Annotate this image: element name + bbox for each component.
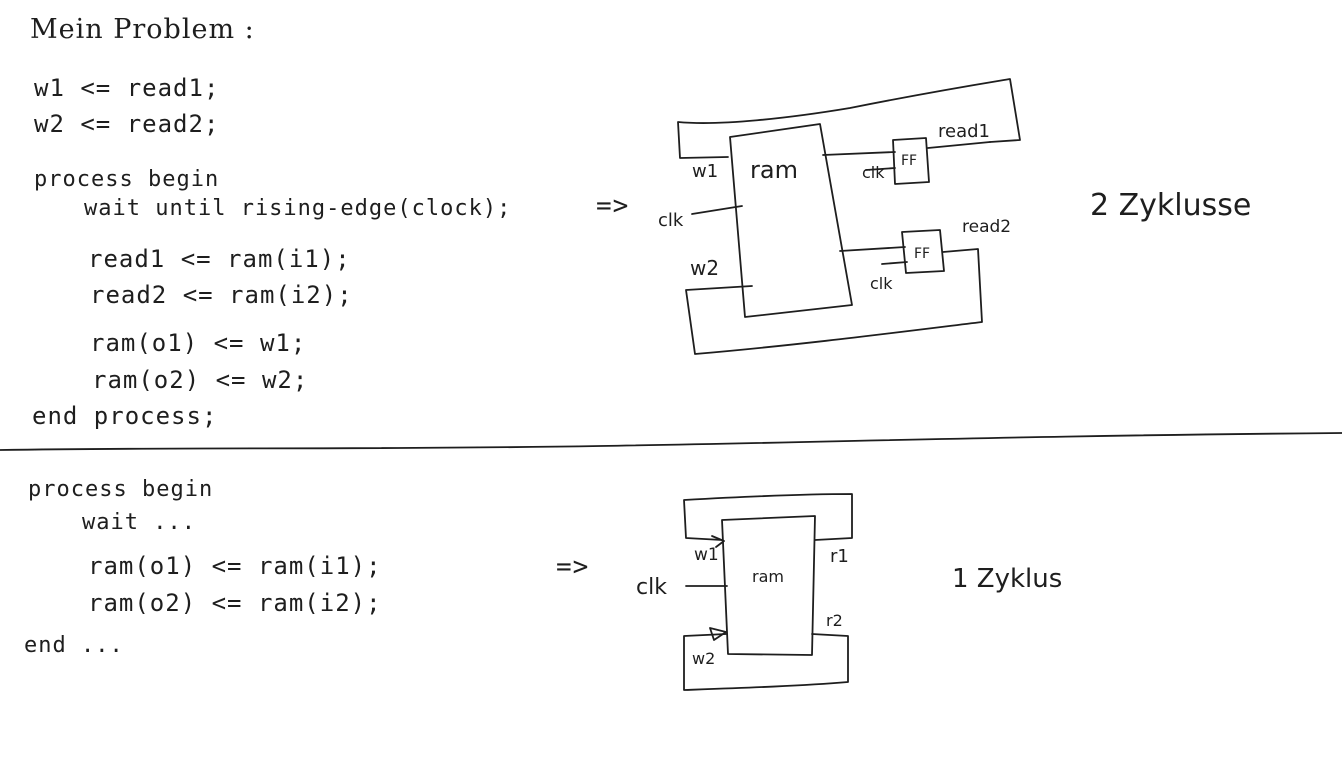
code-line: w2 <= read2; — [34, 110, 220, 138]
ram-to-ff1-wire — [822, 151, 896, 156]
w2-label: w2 — [692, 649, 715, 668]
r1-label: r1 — [830, 546, 849, 567]
bottom-diagram: ram w1 w2 clk r1 r2 1 Zyklus — [636, 493, 1062, 691]
ff2-box — [901, 229, 945, 274]
ram-block — [721, 515, 816, 656]
r1-feedback-loop — [683, 493, 853, 541]
read2-feedback-loop — [685, 248, 983, 355]
clk-to-ram-wire — [691, 205, 743, 215]
code-line: end process; — [32, 402, 218, 430]
code-line: ram(o2) <= ram(i2); — [88, 589, 382, 617]
ff1-box — [892, 137, 930, 185]
r2-label: r2 — [826, 611, 843, 630]
clk-label: clk — [636, 575, 667, 600]
read1-feedback-loop — [677, 78, 1021, 159]
section-divider — [0, 432, 1342, 451]
w1-label: w1 — [694, 545, 719, 565]
code-line: wait until rising-edge(clock); — [84, 196, 512, 221]
w2-label: w2 — [690, 256, 719, 280]
ff2-clk-wire — [881, 261, 908, 265]
ff2-clk-label: clk — [870, 274, 893, 293]
ram-to-ff2-wire — [839, 246, 906, 252]
ff1-label: FF — [901, 153, 917, 169]
code-line: process begin — [34, 167, 220, 192]
ram-block — [729, 123, 853, 318]
ff1-clk-wire — [865, 167, 896, 171]
cycles-result-top: 2 Zyklusse — [1090, 188, 1251, 223]
ff1-clk-label: clk — [862, 163, 885, 182]
code-line: ram(o2) <= w2; — [92, 366, 309, 394]
heading: Mein Problem : — [30, 14, 255, 45]
cycles-result-bottom: 1 Zyklus — [952, 564, 1062, 594]
clk-label: clk — [658, 210, 684, 231]
w1-label: w1 — [692, 161, 718, 182]
code-line: read2 <= ram(i2); — [90, 281, 353, 309]
implies-arrow-top: => — [596, 191, 630, 221]
read1-label: read1 — [938, 121, 990, 142]
code-line: end ... — [24, 633, 124, 658]
ram-label: ram — [752, 567, 784, 586]
r2-feedback-loop — [683, 633, 849, 691]
implies-arrow-bottom: => — [556, 552, 590, 582]
ff1-out-wire — [927, 141, 991, 149]
code-line: ram(o1) <= w1; — [90, 329, 307, 357]
code-line: process begin — [28, 477, 214, 502]
code-line: w1 <= read1; — [34, 74, 220, 102]
read2-label: read2 — [962, 217, 1011, 237]
ff2-label: FF — [914, 246, 930, 262]
ram-label: ram — [750, 156, 798, 184]
code-line: wait ... — [82, 510, 196, 535]
w1-arrow — [711, 535, 725, 548]
w2-arrow — [709, 627, 727, 641]
top-diagram: ram w1 w2 clk FF FF clk clk read1 read2 … — [658, 78, 1251, 355]
code-line: ram(o1) <= ram(i1); — [88, 552, 382, 580]
code-line: read1 <= ram(i1); — [88, 245, 351, 273]
